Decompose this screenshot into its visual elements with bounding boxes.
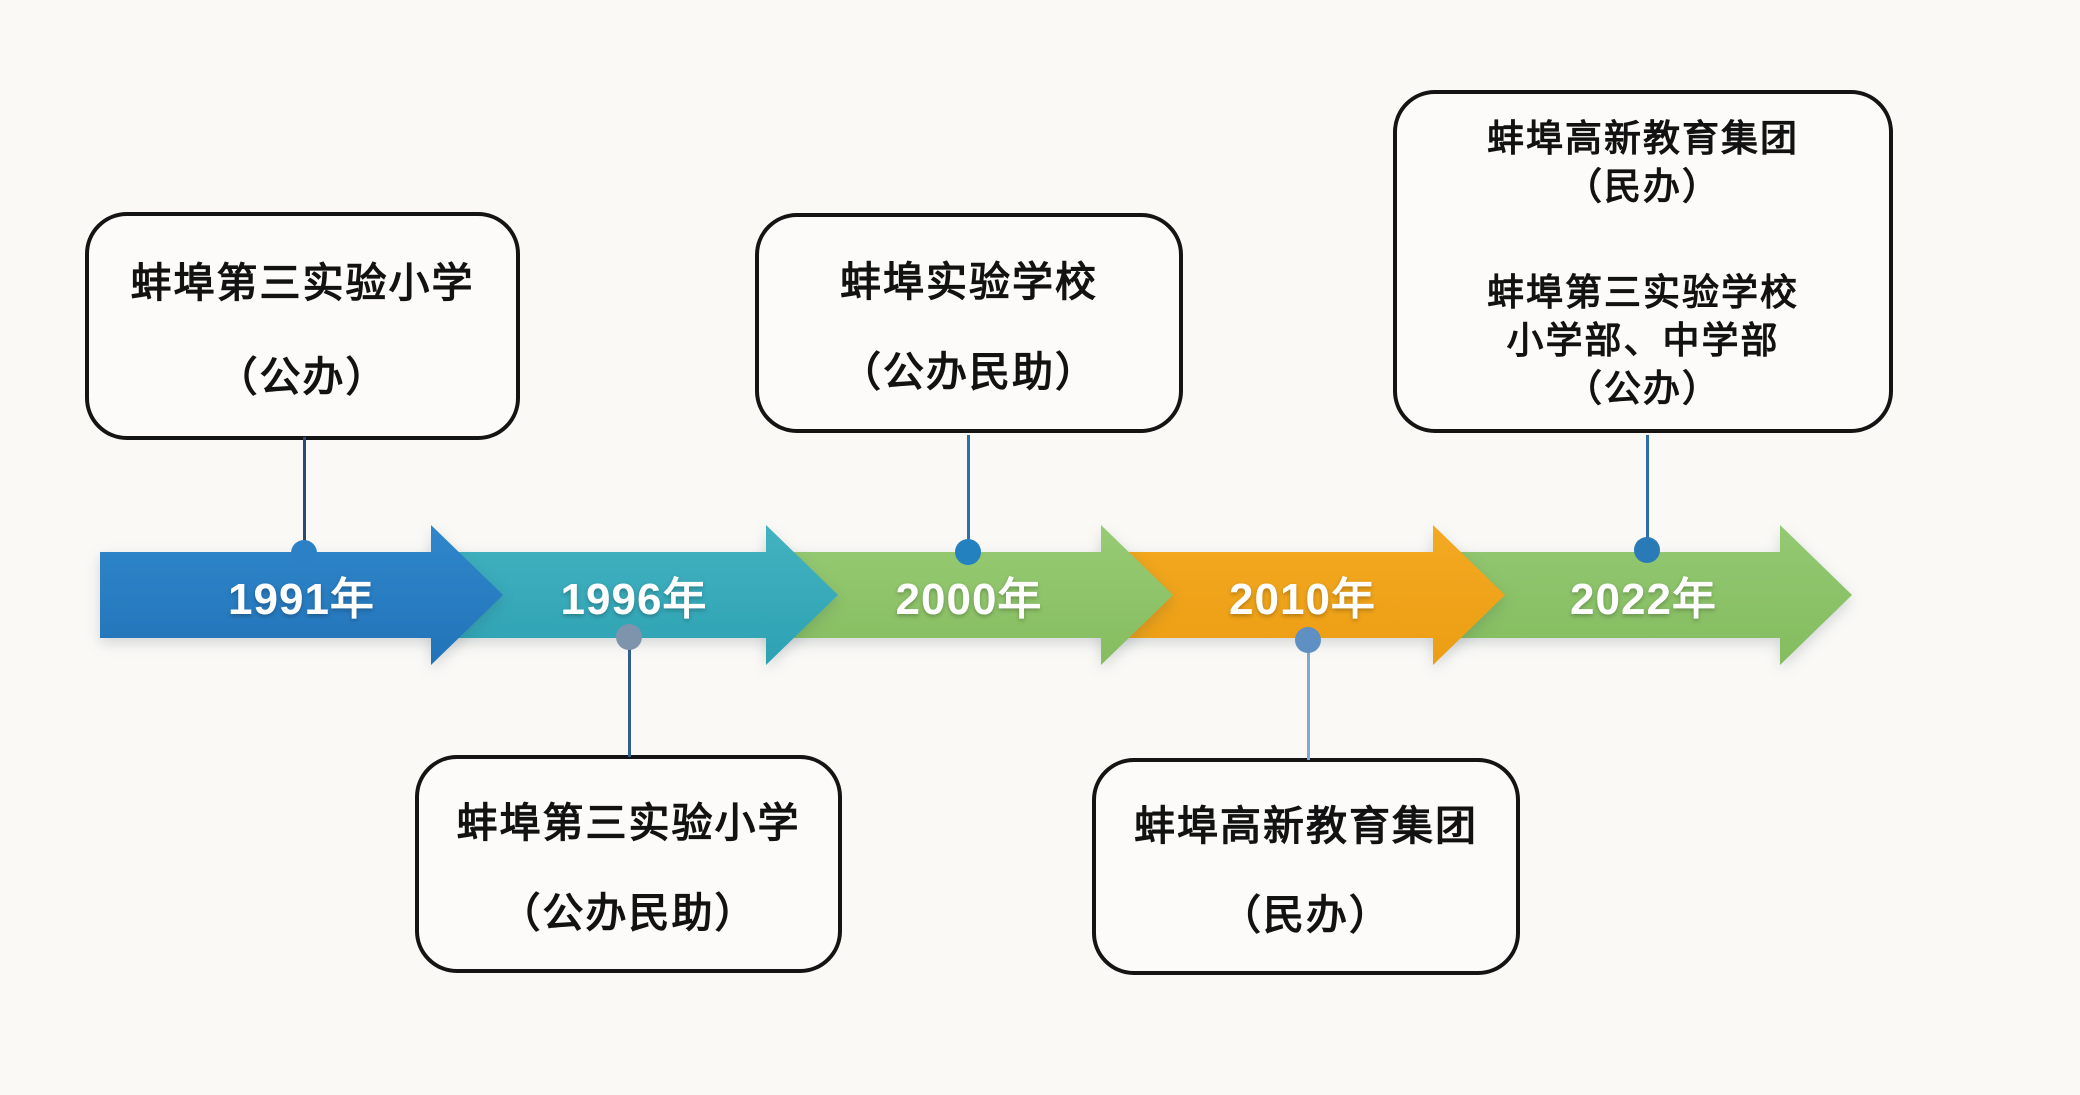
callout-2010: 蚌埠高新教育集团 （民办） [1092, 758, 1520, 975]
callout-text-line: （公办民助） [840, 349, 1098, 396]
callout-text-line: （公办） [216, 353, 389, 400]
callout-text-line: 小学部、中学部 [1506, 321, 1780, 362]
callout-text-line: 蚌埠实验学校 [840, 258, 1098, 305]
callout-2022: 蚌埠高新教育集团 （民办） 蚌埠第三实验学校 小学部、中学部 （公办） [1393, 90, 1893, 433]
connector-dot-1996 [616, 624, 642, 650]
year-label-2000: 2000年 [895, 575, 1043, 624]
year-label-2010: 2010年 [1229, 575, 1376, 624]
callout-text-line: （民办） [1565, 167, 1721, 208]
callout-text-line: （民办） [1220, 892, 1392, 939]
connector-dot-2010 [1295, 627, 1321, 653]
connector-line-1996 [628, 637, 631, 757]
year-label-1991: 1991年 [228, 575, 375, 624]
callout-text-group: 蚌埠第三实验学校 小学部、中学部 （公办） [1487, 270, 1799, 414]
connector-dot-2000 [955, 539, 981, 565]
year-label-2022: 2022年 [1570, 575, 1717, 624]
callout-text-line: 蚌埠第三实验小学 [130, 260, 475, 307]
year-label-1996: 1996年 [560, 575, 708, 624]
callout-text-line: （公办） [1565, 369, 1721, 410]
callout-text-line: 蚌埠高新教育集团 [1134, 802, 1478, 849]
timeline-arrow-1991: 1991年 [100, 525, 503, 665]
connector-line-1991 [303, 437, 306, 553]
callout-2000: 蚌埠实验学校 （公办民助） [755, 213, 1183, 433]
connector-line-2000 [967, 435, 970, 553]
callout-text-line: 蚌埠第三实验学校 [1487, 273, 1799, 314]
timeline-arrow-1996: 1996年 [430, 525, 838, 665]
callout-text-line: （公办民助） [499, 890, 758, 936]
connector-line-2022 [1646, 435, 1649, 553]
connector-line-2010 [1307, 637, 1310, 760]
callout-text-line: 蚌埠高新教育集团 [1487, 119, 1799, 160]
callout-text-group: 蚌埠高新教育集团 （民办） [1487, 116, 1799, 212]
callout-1996: 蚌埠第三实验小学 （公办民助） [415, 755, 842, 973]
connector-dot-2022 [1634, 537, 1660, 563]
callout-1991: 蚌埠第三实验小学 （公办） [85, 212, 520, 440]
callout-text-line: 蚌埠第三实验小学 [456, 800, 801, 846]
connector-dot-1991 [291, 540, 317, 566]
